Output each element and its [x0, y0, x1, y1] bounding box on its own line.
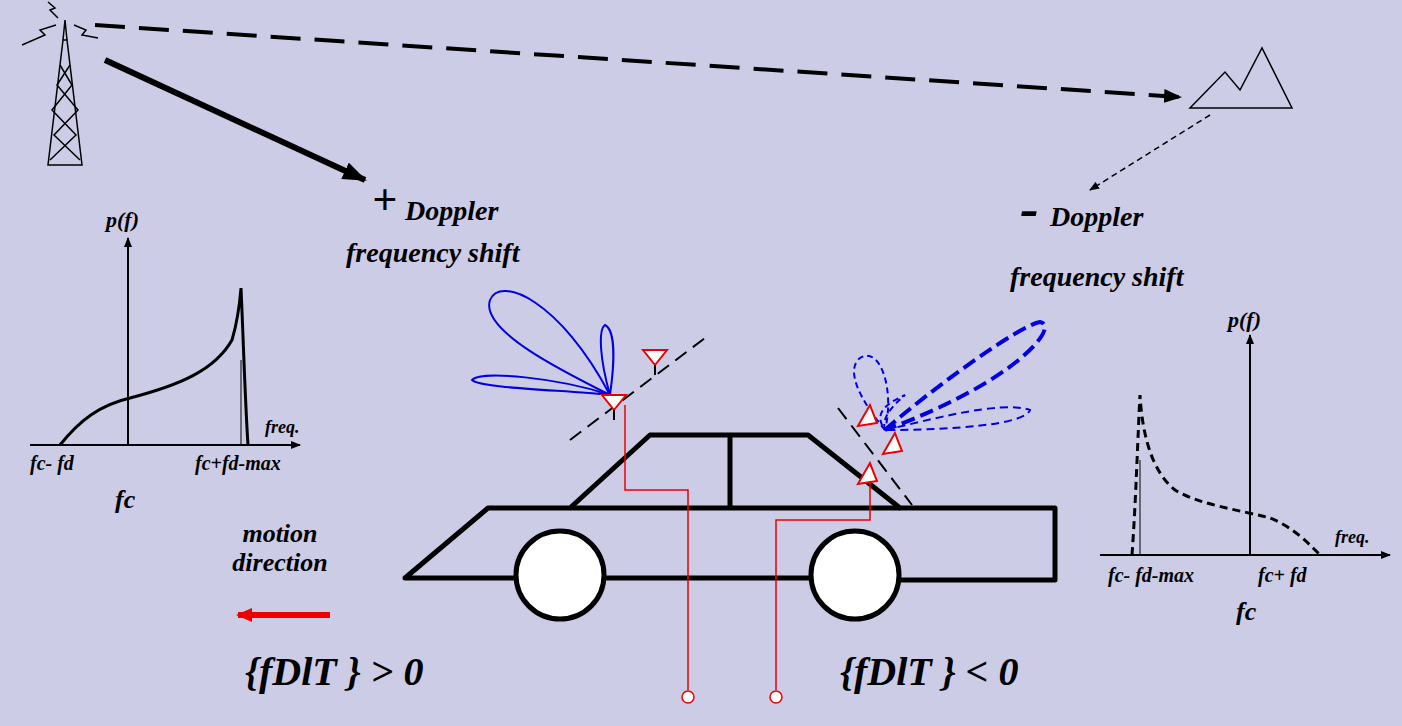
- axis-label: p(f): [1228, 308, 1261, 332]
- phase-condition: {fDlT } < 0: [840, 650, 1018, 694]
- frequency-label: fc: [1236, 598, 1256, 627]
- shift-label: Doppler: [405, 196, 498, 227]
- phase-condition: {fDlT } > 0: [245, 650, 423, 694]
- shift-label: frequency shift: [346, 238, 519, 269]
- antenna-feed: [625, 405, 870, 703]
- axis-label: freq.: [265, 418, 300, 438]
- frequency-label: fc+fd-max: [195, 452, 281, 474]
- doppler-spectrum-negative: [1100, 335, 1390, 555]
- axis-label: freq.: [1335, 528, 1370, 548]
- axis-label: p(f): [106, 208, 139, 232]
- beam-pattern-backward: [854, 322, 1045, 430]
- car: [405, 435, 1055, 619]
- frequency-label: fc+ fd: [1258, 564, 1307, 586]
- motion-arrow: [238, 612, 330, 618]
- doppler-spectrum-positive: [30, 238, 300, 445]
- motion-label: motion direction: [205, 520, 355, 577]
- shift-label: Doppler: [1050, 202, 1143, 233]
- frequency-label: fc- fd-max: [1108, 564, 1194, 586]
- frequency-label: fc: [115, 486, 135, 515]
- transmitter-tower: [22, 2, 98, 165]
- reflected-ray: [95, 25, 1180, 97]
- scattered-ray: [1090, 115, 1210, 190]
- antenna-element: [602, 350, 908, 491]
- frequency-label: fc- fd: [30, 452, 74, 474]
- beam-pattern-forward: [472, 291, 613, 395]
- sign-symbol: +: [372, 176, 397, 224]
- direct-ray: [105, 60, 365, 180]
- sign-symbol: -: [1020, 178, 1039, 240]
- shift-label: frequency shift: [1010, 262, 1183, 293]
- mountain-reflector: [1190, 48, 1292, 108]
